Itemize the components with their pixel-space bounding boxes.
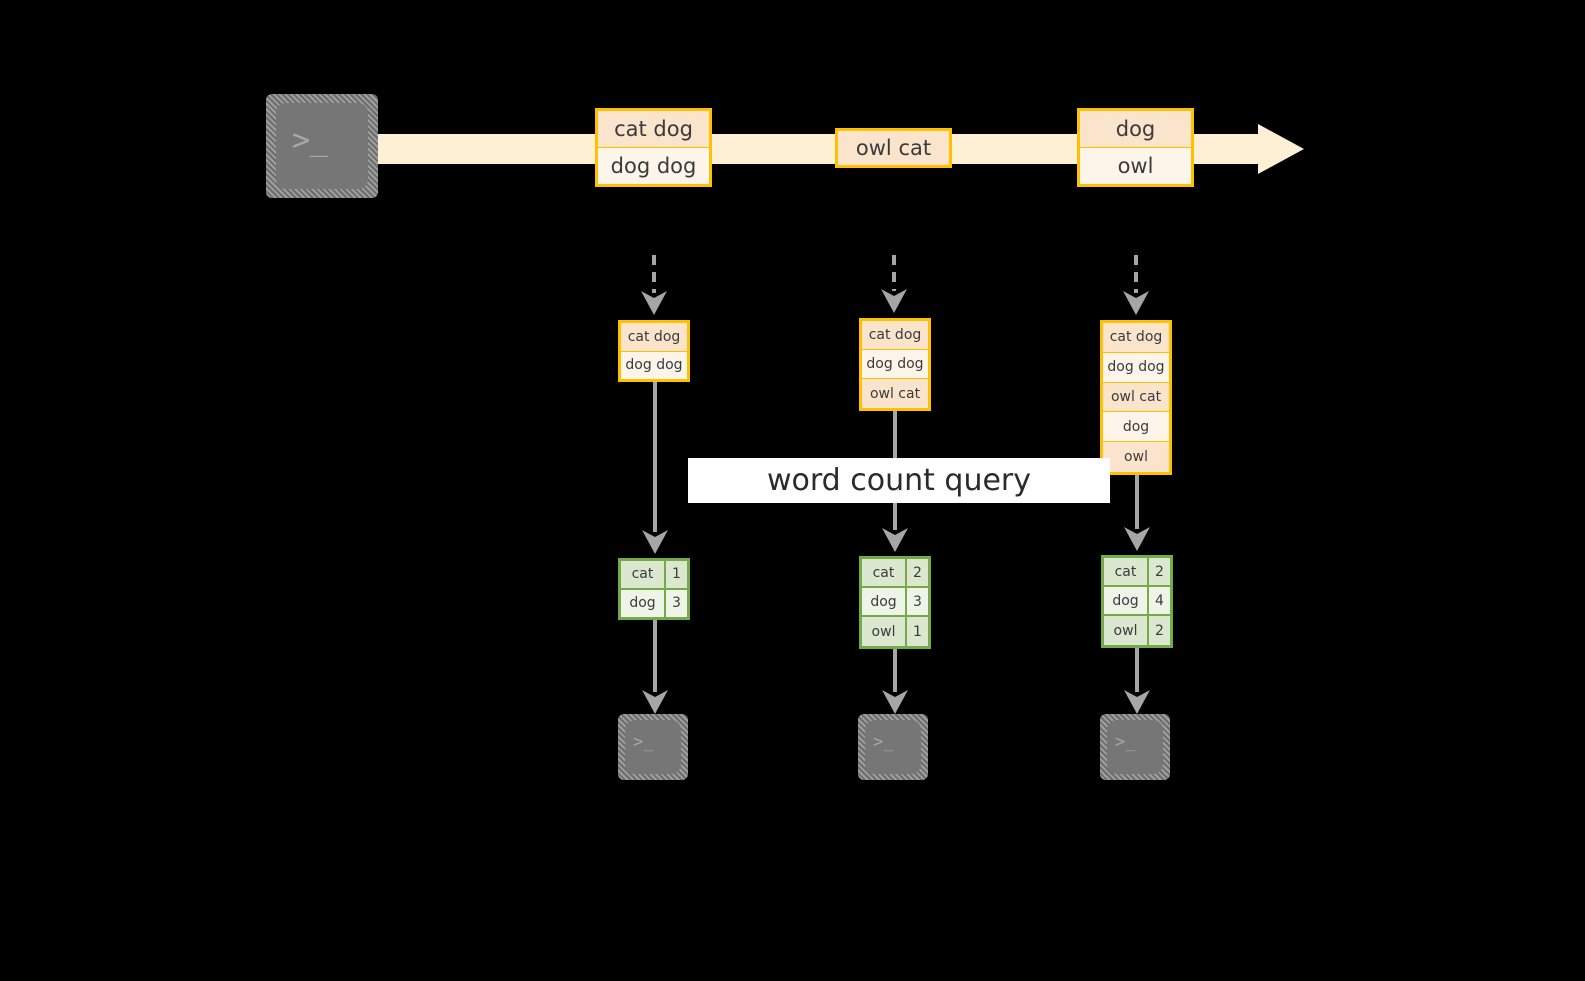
accumulated-message-line: owl <box>1103 442 1169 473</box>
result-word: dog <box>1104 587 1149 615</box>
accumulated-message-line: dog dog <box>621 351 687 379</box>
terminal-prompt-glyph: >_ <box>633 732 654 752</box>
stream-message-3[interactable]: dog owl <box>1077 108 1194 187</box>
stream-tap-line-1 <box>652 255 656 293</box>
result-row: dog 3 <box>862 588 928 618</box>
terminal-body <box>865 720 921 774</box>
accumulated-message-line: cat dog <box>621 323 687 352</box>
accumulated-message-line: cat dog <box>1103 323 1169 353</box>
result-count: 2 <box>907 559 928 587</box>
accumulated-message-line: owl cat <box>862 379 928 408</box>
sink-terminal-icon-1[interactable]: >_ <box>618 714 688 780</box>
sink-connector-line-3 <box>1135 648 1139 692</box>
stream-tap-arrowhead-1 <box>641 289 667 315</box>
terminal-prompt-glyph: >_ <box>292 123 329 158</box>
result-word: owl <box>1104 616 1149 645</box>
accumulated-messages-2[interactable]: cat dog dog dog owl cat <box>859 318 931 411</box>
sink-terminal-icon-2[interactable]: >_ <box>858 714 928 780</box>
stream-message-2[interactable]: owl cat <box>835 128 952 168</box>
result-row: owl 1 <box>862 617 928 646</box>
result-count: 1 <box>907 617 928 646</box>
accumulated-message-line: dog dog <box>862 350 928 380</box>
result-word: cat <box>1104 558 1149 586</box>
sink-connector-line-2 <box>893 649 897 692</box>
query-connector-arrowhead-3 <box>1124 525 1150 551</box>
terminal-body <box>276 103 368 189</box>
sink-connector-arrowhead-3 <box>1124 688 1150 714</box>
result-count: 1 <box>666 561 687 588</box>
accumulated-message-line: dog <box>1103 412 1169 443</box>
result-table-1[interactable]: cat 1 dog 3 <box>618 558 690 620</box>
sink-connector-line-1 <box>653 620 657 692</box>
result-table-3[interactable]: cat 2 dog 4 owl 2 <box>1101 555 1173 648</box>
terminal-prompt-glyph: >_ <box>873 732 894 752</box>
stream-message-line: cat dog <box>598 111 709 148</box>
stream-tap-arrowhead-3 <box>1123 289 1149 315</box>
stream-message-line: owl <box>1080 148 1191 184</box>
result-word: cat <box>621 561 666 588</box>
stream-message-line: owl cat <box>838 131 949 165</box>
stream-message-1[interactable]: cat dog dog dog <box>595 108 712 187</box>
result-row: dog 4 <box>1104 587 1170 617</box>
query-connector-line-1 <box>653 382 657 532</box>
accumulated-message-line: cat dog <box>862 321 928 351</box>
sink-connector-arrowhead-2 <box>882 688 908 714</box>
stream-tap-arrowhead-2 <box>881 287 907 313</box>
stream-message-line: dog <box>1080 111 1191 148</box>
accumulated-messages-3[interactable]: cat dog dog dog owl cat dog owl <box>1100 320 1172 475</box>
result-count: 3 <box>666 589 687 617</box>
result-row: owl 2 <box>1104 616 1170 645</box>
terminal-body <box>1107 720 1163 774</box>
accumulated-message-line: dog dog <box>1103 352 1169 383</box>
result-row: dog 3 <box>621 589 687 617</box>
result-count: 2 <box>1149 558 1170 586</box>
result-word: dog <box>621 589 666 617</box>
result-count: 4 <box>1149 587 1170 615</box>
sink-terminal-icon-3[interactable]: >_ <box>1100 714 1170 780</box>
result-word: owl <box>862 617 907 646</box>
stream-message-line: dog dog <box>598 148 709 184</box>
terminal-prompt-glyph: >_ <box>1115 732 1136 752</box>
result-word: dog <box>862 588 907 616</box>
stream-arrow-head <box>1258 124 1304 174</box>
accumulated-messages-1[interactable]: cat dog dog dog <box>618 320 690 382</box>
sink-connector-arrowhead-1 <box>642 688 668 714</box>
stream-tap-line-2 <box>892 255 896 291</box>
result-table-2[interactable]: cat 2 dog 3 owl 1 <box>859 556 931 649</box>
stream-tap-line-3 <box>1134 255 1138 293</box>
query-connector-arrowhead-2 <box>882 526 908 552</box>
query-label: word count query <box>688 458 1110 503</box>
accumulated-message-line: owl cat <box>1103 382 1169 413</box>
result-row: cat 2 <box>1104 558 1170 588</box>
result-row: cat 1 <box>621 561 687 590</box>
query-connector-line-3 <box>1135 475 1139 529</box>
result-count: 2 <box>1149 616 1170 645</box>
result-count: 3 <box>907 588 928 616</box>
source-terminal-icon[interactable]: >_ <box>266 94 378 198</box>
query-connector-arrowhead-1 <box>642 528 668 554</box>
terminal-body <box>625 720 681 774</box>
result-word: cat <box>862 559 907 587</box>
result-row: cat 2 <box>862 559 928 589</box>
